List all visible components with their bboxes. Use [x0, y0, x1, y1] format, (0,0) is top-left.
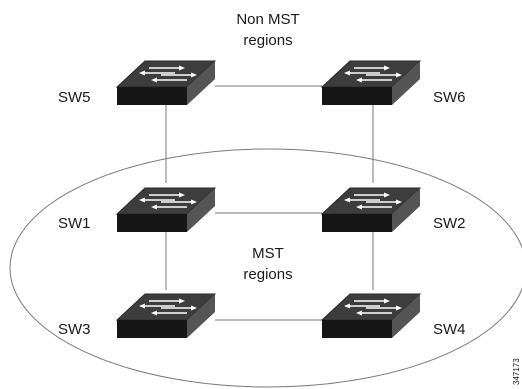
non-mst-region-label-line2: regions: [243, 32, 292, 49]
switch-icon-sw5: [116, 60, 216, 106]
switch-label-sw6: SW6: [433, 89, 466, 106]
mst-region-label-line1: MST: [252, 245, 284, 262]
switch-label-sw2: SW2: [433, 215, 466, 232]
mst-region-boundary: [9, 148, 522, 388]
switch-icon-sw6: [321, 60, 421, 106]
switch-label-sw3: SW3: [58, 321, 91, 338]
switch-label-sw1: SW1: [58, 215, 91, 232]
switch-icon-sw2: [321, 187, 421, 233]
switch-icon-sw3: [116, 293, 216, 339]
non-mst-region-label-line1: Non MST: [236, 11, 299, 28]
figure-id: 347173: [512, 358, 521, 385]
mst-region-label-line2: regions: [243, 266, 292, 283]
switch-icon-sw1: [116, 187, 216, 233]
links: [165, 85, 374, 321]
switch-icon-sw4: [321, 293, 421, 339]
switch-label-sw4: SW4: [433, 321, 466, 338]
switch-label-sw5: SW5: [58, 89, 91, 106]
